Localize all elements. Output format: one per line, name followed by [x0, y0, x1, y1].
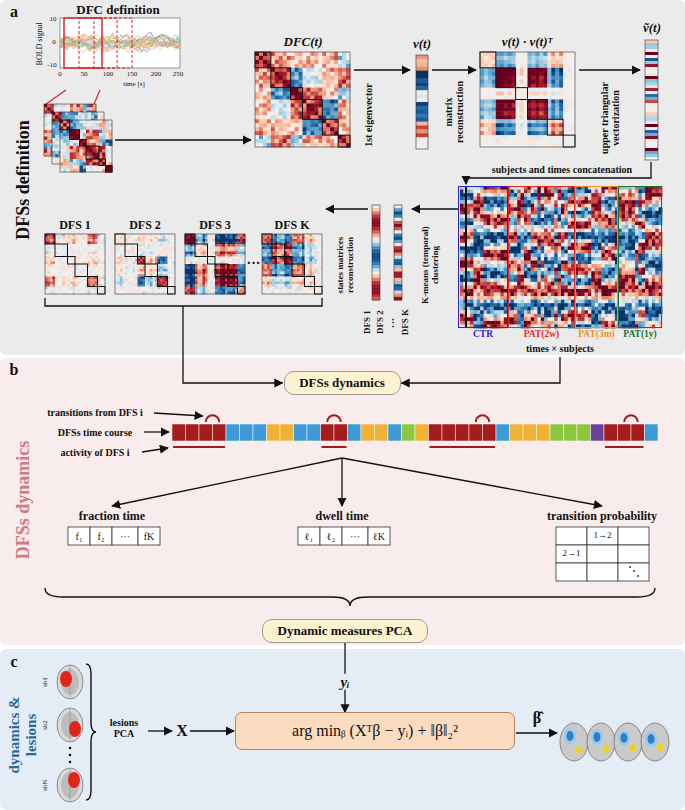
figure: CTRPAT(2w)PAT(3m)PAT(1y)DFSs dynamicsDyn…: [0, 0, 685, 810]
